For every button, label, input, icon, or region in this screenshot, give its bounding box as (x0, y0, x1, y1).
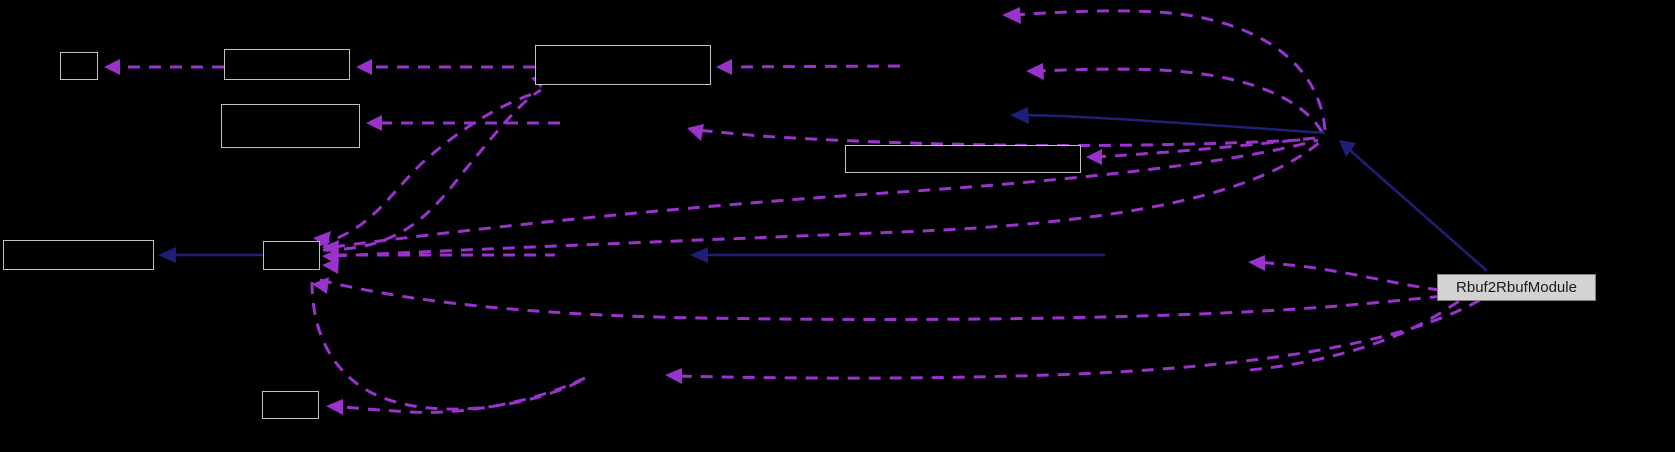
node-center-hub[interactable] (263, 241, 320, 270)
edge-path-long-mid-sweep (332, 138, 1319, 249)
edge-path-topright-2 (1035, 67, 1324, 133)
edge-path-lowerright-sweep (1249, 288, 1476, 372)
node-bottom-left[interactable] (262, 391, 319, 419)
node-rbuf2rbufmodule[interactable]: Rbuf2RbufModule (1437, 274, 1596, 301)
node-mid-right-wide[interactable] (845, 145, 1081, 173)
edge-path-rbuf-to-hub-blue (1343, 144, 1488, 272)
edge-path-to-n4 (1095, 136, 1316, 159)
node-top-center[interactable] (535, 45, 711, 85)
node-far-left-mid[interactable] (3, 240, 154, 270)
node-rbuf2rbufmodule-label: Rbuf2RbufModule (1456, 279, 1577, 296)
edge-path-right-mid-arrow (1257, 260, 1441, 292)
arrowhead-to-midleft-up (687, 124, 704, 141)
edge-path-hub-in-curve-up (317, 91, 536, 247)
arrowhead-mid-blue-long (690, 247, 708, 263)
edge-path-topright-1 (1011, 9, 1327, 131)
arrowhead-hub-in-3 (322, 258, 339, 274)
edge-path-hub-to-n3 (322, 88, 542, 252)
arrowhead-hub-in-curve-up (313, 231, 331, 248)
arrowhead-right-mid (1248, 255, 1265, 271)
edge-path-to-midleft-up (696, 128, 1301, 148)
node-topleft-second-row[interactable] (221, 104, 360, 148)
node-tiny-topleft[interactable] (60, 52, 98, 80)
edge-path-hub-in-2 (334, 140, 1321, 258)
edge-path-right-to-n3 (723, 64, 901, 69)
arrowhead-to-n7 (326, 399, 343, 415)
arrowhead-topright-1 (1002, 7, 1021, 24)
arrowhead-n1-to-n0 (104, 59, 120, 75)
arrowhead-topright-2 (1026, 63, 1044, 80)
arrowhead-n3-to-n1 (356, 59, 372, 75)
arrowhead-bottom-center (665, 368, 682, 384)
arrowhead-rbuf-to-hub-blue (1339, 140, 1356, 157)
edge-path-topright-blue (1021, 113, 1326, 135)
arrowhead-right-to-n2 (366, 115, 382, 131)
arrowhead-right-to-n3 (716, 59, 732, 75)
arrowhead-topright-blue (1010, 107, 1029, 124)
edge-path-hub-down-bottom (310, 281, 586, 411)
arrowhead-n6-to-n5-blue (158, 247, 176, 263)
arrowhead-to-n4 (1086, 149, 1102, 165)
node-topleft-wide[interactable] (224, 49, 350, 80)
edge-path-hub-in-curve-dn (319, 278, 1501, 321)
edge-path-bottom-center (675, 298, 1481, 380)
arrowhead-hub-in-curve-dn (312, 277, 329, 294)
edge-path-to-n7 (335, 376, 586, 414)
